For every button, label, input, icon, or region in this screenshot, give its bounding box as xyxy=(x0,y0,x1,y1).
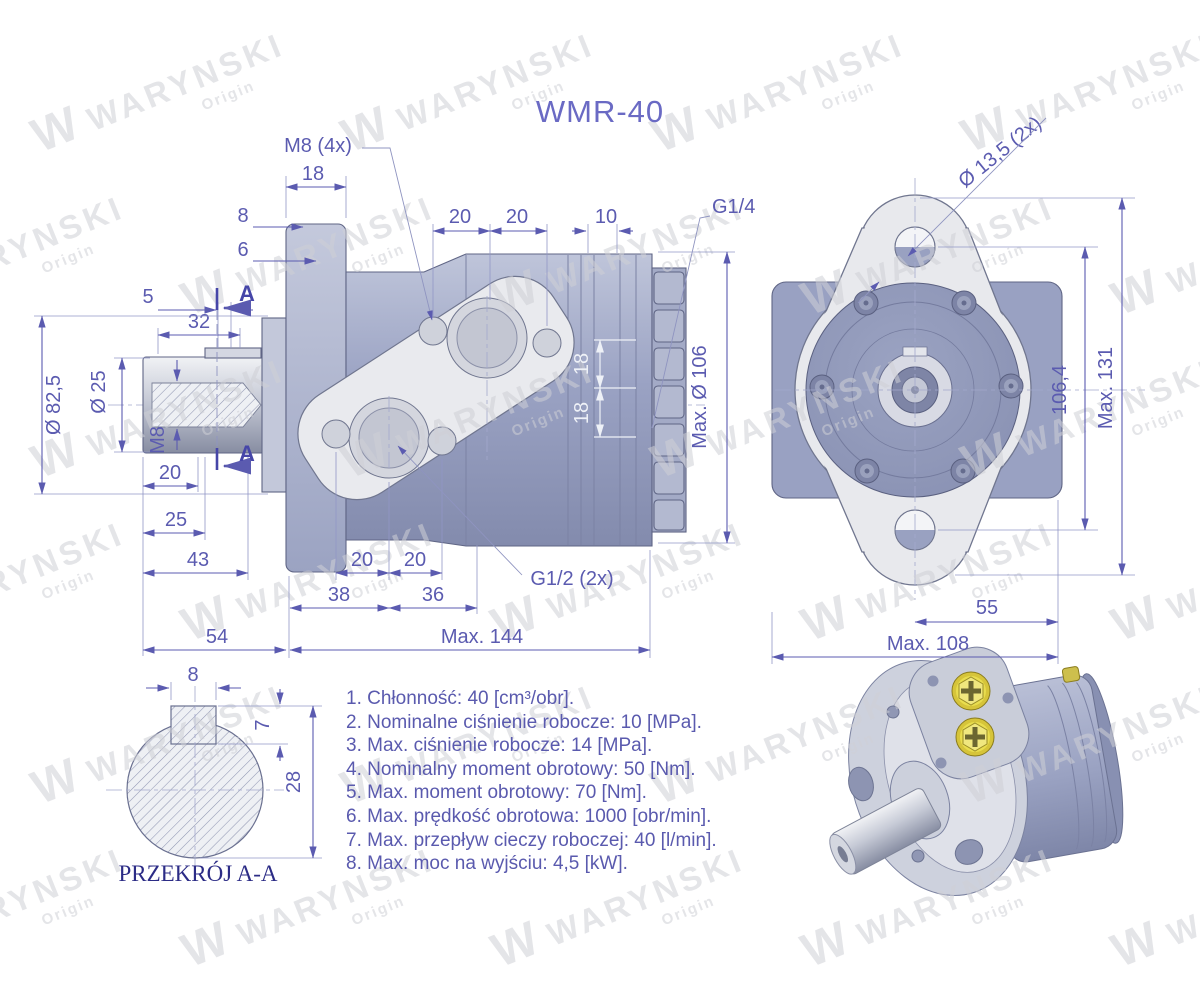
dim-max-108: Max. 108 xyxy=(887,633,969,655)
dim-54: 54 xyxy=(206,626,228,648)
dim-20-top-b: 20 xyxy=(506,206,528,228)
dim-18-port-b: 18 xyxy=(571,402,593,424)
label-g12-2x: G1/2 (2x) xyxy=(530,568,613,590)
key-section xyxy=(170,705,217,745)
spec-line: 7. Max. przepływ cieczy roboczej: 40 [l/… xyxy=(346,829,717,851)
side-view-dimensions: 18 8 6 20 20 10 M8 (4x) G1/4 5 32 Ø xyxy=(34,135,755,658)
spec-line: 1. Chłonność: 40 [cm³/obr]. xyxy=(346,688,575,709)
spec-list: 1. Chłonność: 40 [cm³/obr]. 2. Nominalne… xyxy=(346,687,796,876)
spec-line: 4. Nominalny moment obrotowy: 50 [Nm]. xyxy=(346,758,696,780)
bolt-hole xyxy=(418,316,448,346)
side-view xyxy=(108,223,705,573)
dim-10: 10 xyxy=(595,206,617,228)
dim-max-144: Max. 144 xyxy=(441,626,523,648)
spec-line: 2. Nominalne ciśnienie robocze: 10 [MPa]… xyxy=(346,711,702,733)
dim-18-port-a: 18 xyxy=(571,353,593,375)
dim-m8-thread: M8 xyxy=(147,426,169,454)
section-marker-a-bottom: A xyxy=(239,441,255,466)
dim-25: 25 xyxy=(165,509,187,531)
spec-line: 5. Max. moment obrotowy: 70 [Nm]. xyxy=(346,782,647,804)
dim-43: 43 xyxy=(187,549,209,571)
dim-55: 55 xyxy=(976,597,998,619)
dim-8: 8 xyxy=(237,205,248,227)
dim-20-top-a: 20 xyxy=(449,206,471,228)
dim-flange-width: 18 xyxy=(302,163,324,185)
bolt-hole xyxy=(321,419,351,449)
section-caption: PRZEKRÓJ A-A xyxy=(118,861,278,886)
bolt-hole xyxy=(427,426,457,456)
spec-line: 6. Max. prędkość obrotowa: 1000 [obr/min… xyxy=(346,805,712,827)
dim-dia-82-5: Ø 82,5 xyxy=(43,375,65,435)
render-shaft xyxy=(829,788,942,875)
svg-text:WWARYNSKI: WWARYNSKI xyxy=(1104,503,1200,652)
section-dimensions: 8 7 28 xyxy=(146,664,322,859)
dim-max-dia-106: Max. Ø 106 xyxy=(689,345,711,448)
render-plug xyxy=(955,717,995,757)
render-port-plate xyxy=(908,646,1030,780)
spec-line: 3. Max. ciśnienie robocze: 14 [MPa]. xyxy=(346,735,653,757)
label-g14: G1/4 xyxy=(712,196,755,218)
dim-key-7: 7 xyxy=(252,719,274,730)
dim-dia-25: Ø 25 xyxy=(88,370,110,413)
dim-32: 32 xyxy=(188,311,210,333)
face-bolts xyxy=(809,290,1024,484)
spec-line: 8. Max. moc na wyjściu: 4,5 [kW]. xyxy=(346,853,628,875)
dim-28: 28 xyxy=(283,771,305,793)
svg-text:WWARYNSKI: WWARYNSKI xyxy=(1104,177,1200,326)
label-m8-4x: M8 (4x) xyxy=(284,135,352,157)
pilot-boss xyxy=(261,317,287,493)
dim-key-8: 8 xyxy=(187,664,198,686)
dim-20-shaft: 20 xyxy=(159,462,181,484)
dim-6: 6 xyxy=(237,239,248,261)
dim-5: 5 xyxy=(142,286,153,308)
thread-bore xyxy=(151,382,262,428)
dim-max-131: Max. 131 xyxy=(1095,347,1117,429)
front-view xyxy=(771,178,1145,600)
bolt-hole xyxy=(532,328,562,358)
dim-38: 38 xyxy=(328,584,350,606)
render-plug xyxy=(951,671,991,711)
shaft-key xyxy=(204,347,262,359)
product-render xyxy=(829,646,1124,896)
section-a-a xyxy=(106,686,284,880)
page-title: WMR-40 xyxy=(535,94,665,129)
dim-20-bottom-b: 20 xyxy=(404,549,426,571)
section-marker-a-top: A xyxy=(239,281,255,306)
svg-text:WWARYNSKI: WWARYNSKI xyxy=(1104,829,1200,978)
dim-36: 36 xyxy=(422,584,444,606)
dim-106-4: 106,4 xyxy=(1049,365,1071,415)
dim-20-bottom-a: 20 xyxy=(351,549,373,571)
